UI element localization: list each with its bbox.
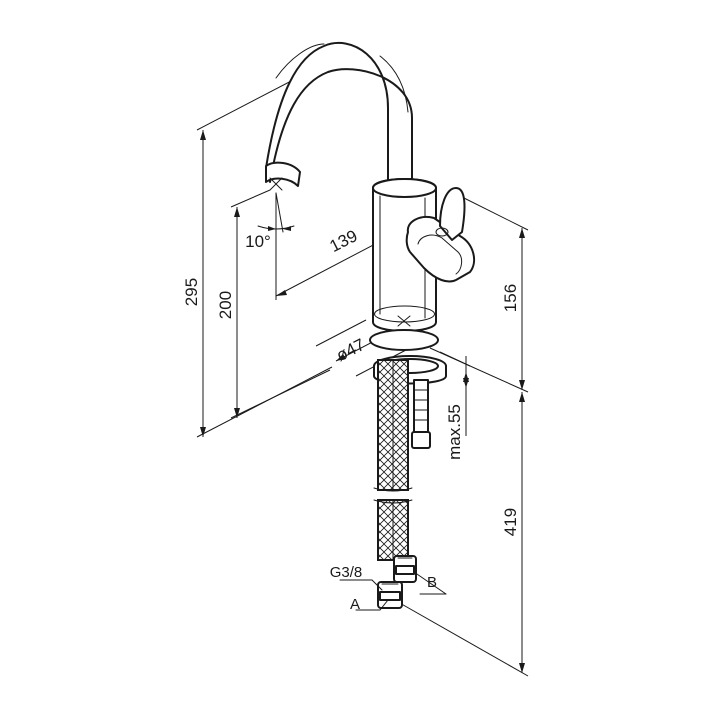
lever-handle xyxy=(405,187,476,283)
dimension-spout-angle xyxy=(257,192,295,233)
supply-hoses xyxy=(373,359,413,561)
label-base-diameter: ø47 xyxy=(333,335,368,365)
label-spout-angle: 10° xyxy=(245,232,271,251)
label-hose-b: B xyxy=(427,574,437,591)
label-hose-a: A xyxy=(350,596,360,613)
label-body-height: 156 xyxy=(501,284,520,312)
hose-fittings xyxy=(377,555,417,609)
label-total-height: 295 xyxy=(182,278,201,306)
label-mount-thickness: max.55 xyxy=(445,404,464,460)
faucet xyxy=(265,41,476,609)
dimension-hose-length xyxy=(397,392,529,677)
spout xyxy=(265,41,413,199)
label-thread: G3/8 xyxy=(330,564,363,581)
label-hose-length: 419 xyxy=(501,508,520,536)
dimension-spout-height xyxy=(230,189,331,419)
dimension-total-height xyxy=(196,64,333,438)
label-spout-reach: 139 xyxy=(327,226,361,256)
label-spout-height: 200 xyxy=(216,291,235,319)
dimension-lines xyxy=(196,64,529,677)
callout-leaders xyxy=(339,571,447,611)
threaded-stud xyxy=(411,379,431,449)
dimension-mount-thickness xyxy=(439,351,471,436)
